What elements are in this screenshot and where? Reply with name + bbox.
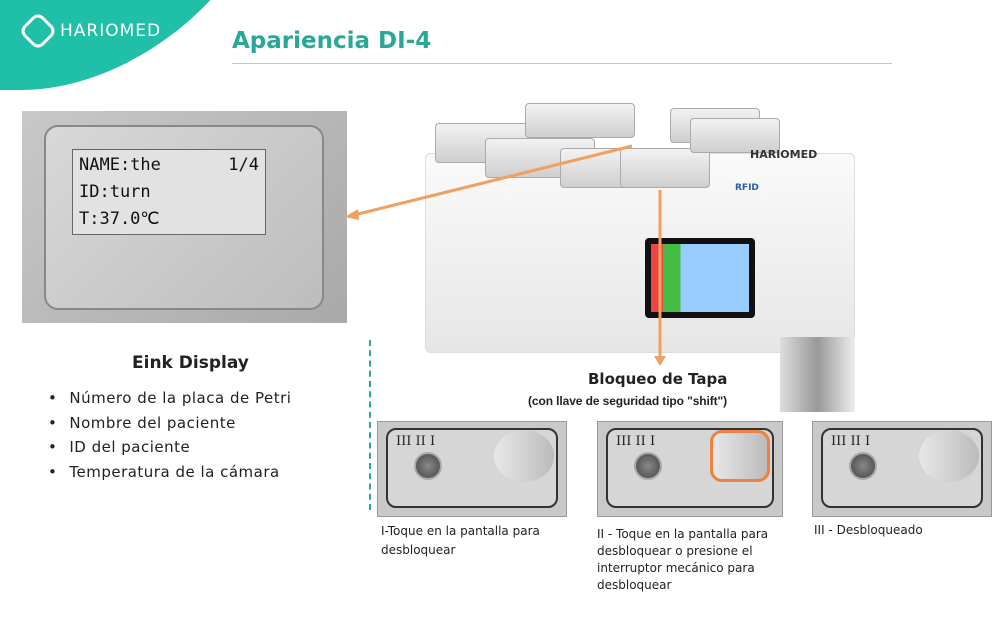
key-icon [849, 452, 877, 480]
list-item: ID del paciente [48, 435, 291, 460]
logo: HARIOMED [18, 11, 162, 51]
lock-state-1-caption: I-Toque en la pantalla para desbloquear [381, 524, 540, 557]
list-item: Temperatura de la cámara [48, 460, 291, 485]
lock-positions: III II I [831, 434, 871, 449]
lock-heading: Bloqueo de Tapa [588, 370, 728, 388]
eink-screen: NAME:the 1/4 ID:turn T:37.0℃ [72, 149, 266, 235]
shift-key-photo [780, 337, 855, 412]
rfid-icon: RFID [735, 183, 759, 193]
lock-state-3-caption: III - Desbloqueado [814, 523, 923, 537]
eink-page: 1/4 [228, 155, 259, 175]
eink-display-photo: NAME:the 1/4 ID:turn T:37.0℃ [22, 111, 347, 323]
lid [690, 118, 780, 153]
lid [525, 103, 635, 138]
section-divider [369, 340, 371, 510]
lock-state-2-photo: III II I [597, 421, 783, 517]
page-title: Apariencia DI-4 [232, 28, 432, 54]
eink-id: ID:turn [79, 182, 151, 202]
key-icon [634, 452, 662, 480]
device-photo: HARIOMED RFID [415, 98, 860, 358]
lid [620, 148, 710, 188]
device-brand: HARIOMED [750, 148, 818, 161]
key-icon [414, 452, 442, 480]
eink-feature-list: Número de la placa de Petri Nombre del p… [48, 386, 291, 484]
lock-subheading: (con llave de seguridad tipo "shift") [528, 394, 728, 408]
lock-state-2-caption: II - Toque en la pantalla para desbloque… [597, 527, 769, 592]
lock-positions: III II I [396, 434, 436, 449]
lock-state-1-photo: III II I [377, 421, 567, 517]
title-divider [232, 63, 892, 64]
lock-state-3-photo: III II I [812, 421, 992, 517]
list-item: Número de la placa de Petri [48, 386, 291, 411]
lock-positions: III II I [616, 434, 656, 449]
eink-name: NAME:the [79, 155, 161, 175]
list-item: Nombre del paciente [48, 411, 291, 436]
eink-heading: Eink Display [132, 353, 249, 373]
eink-temp: T:37.0℃ [79, 209, 160, 229]
brand-name: HARIOMED [60, 21, 162, 41]
touchscreen [645, 238, 755, 318]
